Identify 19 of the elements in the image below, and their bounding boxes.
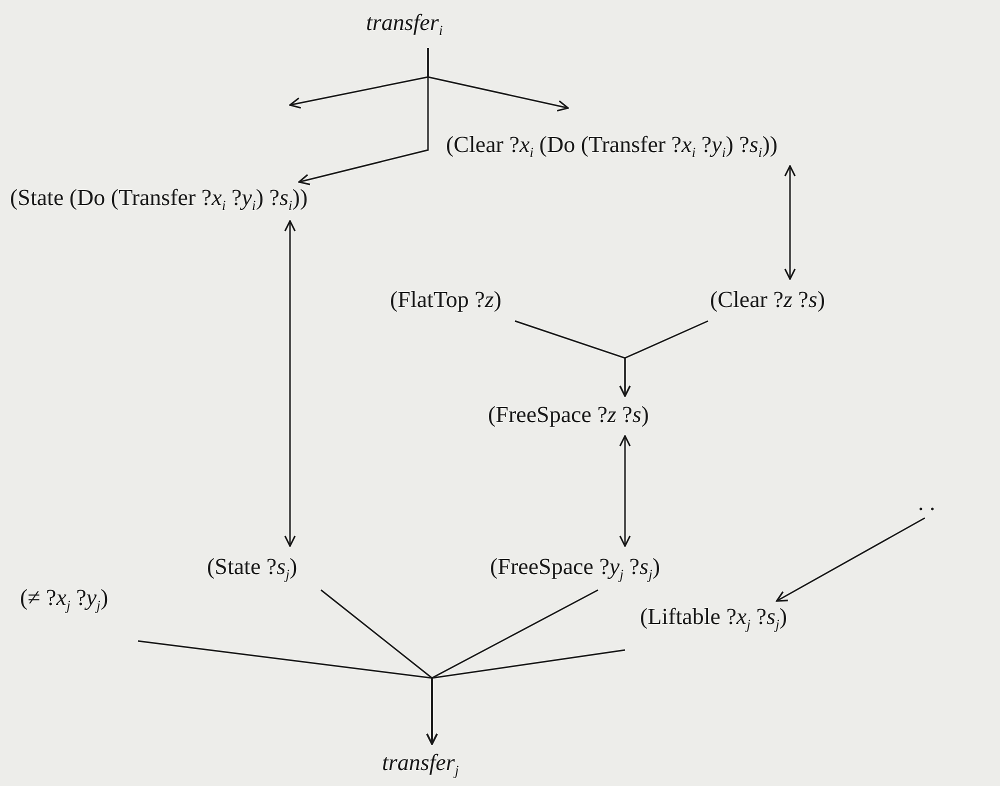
expression-label: (State ?s$_{j}$) — [207, 554, 298, 580]
expression-label: transfer$_{i}$ — [366, 10, 443, 36]
expression-label: (Liftable ?x$_{j}$ ?s$_{j}$) — [640, 604, 788, 630]
arrow — [784, 165, 796, 280]
arrow — [426, 649, 626, 745]
arrow — [619, 435, 631, 547]
expression-label: (FreeSpace ?y$_{j}$ ?s$_{j}$) — [490, 554, 660, 580]
arrow — [619, 320, 708, 397]
arrow — [427, 48, 569, 112]
expression-label: (≠ ?x$_{j}$ ?y$_{j}$) — [20, 585, 108, 611]
arrow — [776, 517, 926, 602]
expression-label: transfer$_{j}$ — [382, 750, 459, 776]
expression-label: (FlatTop ?z) — [390, 287, 502, 313]
expression-label: (State (Do (Transfer ?x$_{i}$ ?y$_{i}$) ?s$_{i}$)) — [10, 185, 308, 211]
expression-label: . . — [918, 490, 936, 516]
arrow — [284, 220, 296, 547]
expression-label: (Clear ?x$_{i}$ (Do (Transfer ?x$_{i}$ ?y$_{i}$) ?s$_{i}$)) — [446, 132, 778, 158]
expression-label: (Clear ?z ?s) — [710, 287, 825, 313]
expression-label: (FreeSpace ?z ?s) — [488, 402, 649, 428]
